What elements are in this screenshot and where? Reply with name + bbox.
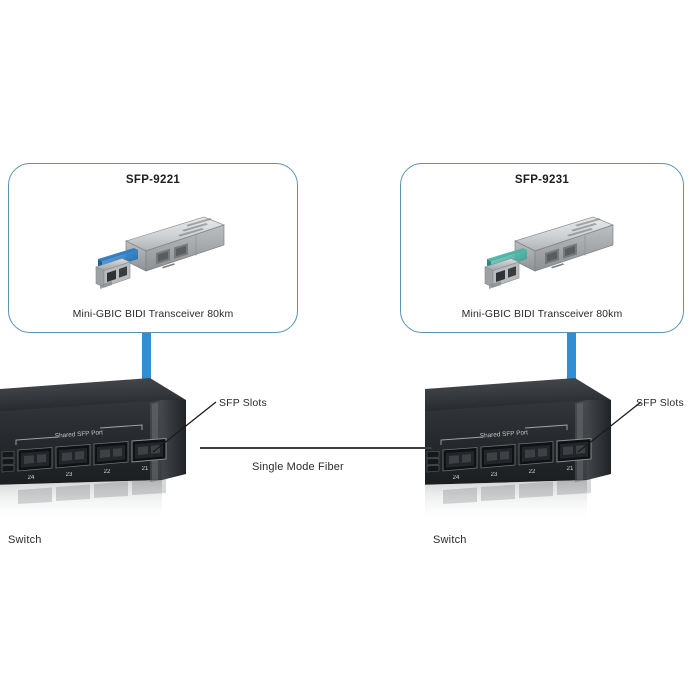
svg-text:22: 22 xyxy=(529,469,536,475)
switch-label-left: Switch xyxy=(8,534,42,546)
sfp-transceiver-image-left xyxy=(78,209,228,295)
svg-text:23: 23 xyxy=(66,472,73,478)
callout-box-right: SFP-9231 xyxy=(400,163,684,333)
switch-device-right: Shared SFP Port 24 23 22 xyxy=(425,374,625,546)
single-mode-fiber-label: Single Mode Fiber xyxy=(252,461,344,473)
svg-text:24: 24 xyxy=(28,475,35,481)
svg-text:Shared SFP Port: Shared SFP Port xyxy=(55,429,104,440)
svg-text:21: 21 xyxy=(567,466,574,472)
single-mode-fiber-link xyxy=(200,447,432,449)
svg-text:21: 21 xyxy=(142,466,149,472)
svg-text:24: 24 xyxy=(453,475,460,481)
sfp-slots-annotation-left: SFP Slots xyxy=(219,397,267,409)
sfp-slots-leader-right xyxy=(577,401,642,453)
switch-device-left: Shared SFP Port 24 23 xyxy=(0,374,200,546)
svg-text:23: 23 xyxy=(491,472,498,478)
switch-label-right: Switch xyxy=(433,534,467,546)
module-part-number-left: SFP-9221 xyxy=(125,174,181,186)
module-description-left: Mini-GBIC BIDI Transceiver 80km xyxy=(72,308,234,320)
svg-text:22: 22 xyxy=(104,469,111,475)
module-part-number-right: SFP-9231 xyxy=(514,174,570,186)
module-description-right: Mini-GBIC BIDI Transceiver 80km xyxy=(461,308,623,320)
sfp-slots-annotation-right: SFP Slots xyxy=(636,397,684,409)
sfp-slots-leader-left xyxy=(152,401,217,453)
callout-box-left: SFP-9221 xyxy=(8,163,298,333)
svg-text:Shared SFP Port: Shared SFP Port xyxy=(480,429,529,440)
sfp-transceiver-image-right xyxy=(467,209,617,295)
